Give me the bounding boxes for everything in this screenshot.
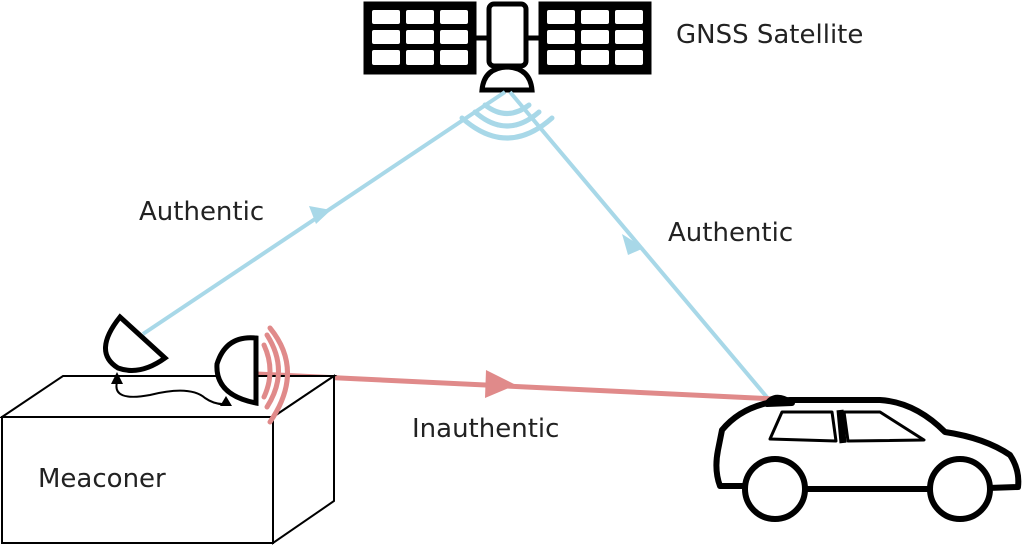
car-icon: [713, 394, 1022, 522]
satellite-label: GNSS Satellite: [676, 20, 864, 50]
meaconer-label: Meaconer: [38, 464, 166, 494]
car-gnss-antenna: [764, 394, 795, 407]
authentic-right-label: Authentic: [668, 218, 794, 248]
authentic-signal-left: [141, 90, 507, 336]
satellite-body: [486, 1, 529, 69]
dish-antenna-icon: [103, 313, 169, 373]
authentic-signal-right: [508, 90, 773, 404]
arrowhead-icon: [622, 234, 644, 255]
arrowhead-icon: [485, 370, 516, 398]
inauthentic-label: Inauthentic: [412, 414, 560, 444]
antenna-cable: [115, 381, 227, 406]
authentic-left-label: Authentic: [139, 197, 265, 227]
satellite-icon: [363, 1, 652, 93]
dish-antenna-icon: [214, 335, 259, 407]
car-window-front: [842, 410, 926, 443]
car-window-rear: [768, 410, 838, 443]
meaconer-emission-arcs: [261, 325, 290, 425]
satellite-dish: [479, 64, 535, 93]
solar-panel-right: [538, 1, 652, 75]
inauthentic-signal: [256, 370, 776, 402]
solar-panel-left: [363, 1, 477, 75]
arrowhead-icon: [309, 206, 331, 224]
box-icon: [0, 374, 338, 545]
